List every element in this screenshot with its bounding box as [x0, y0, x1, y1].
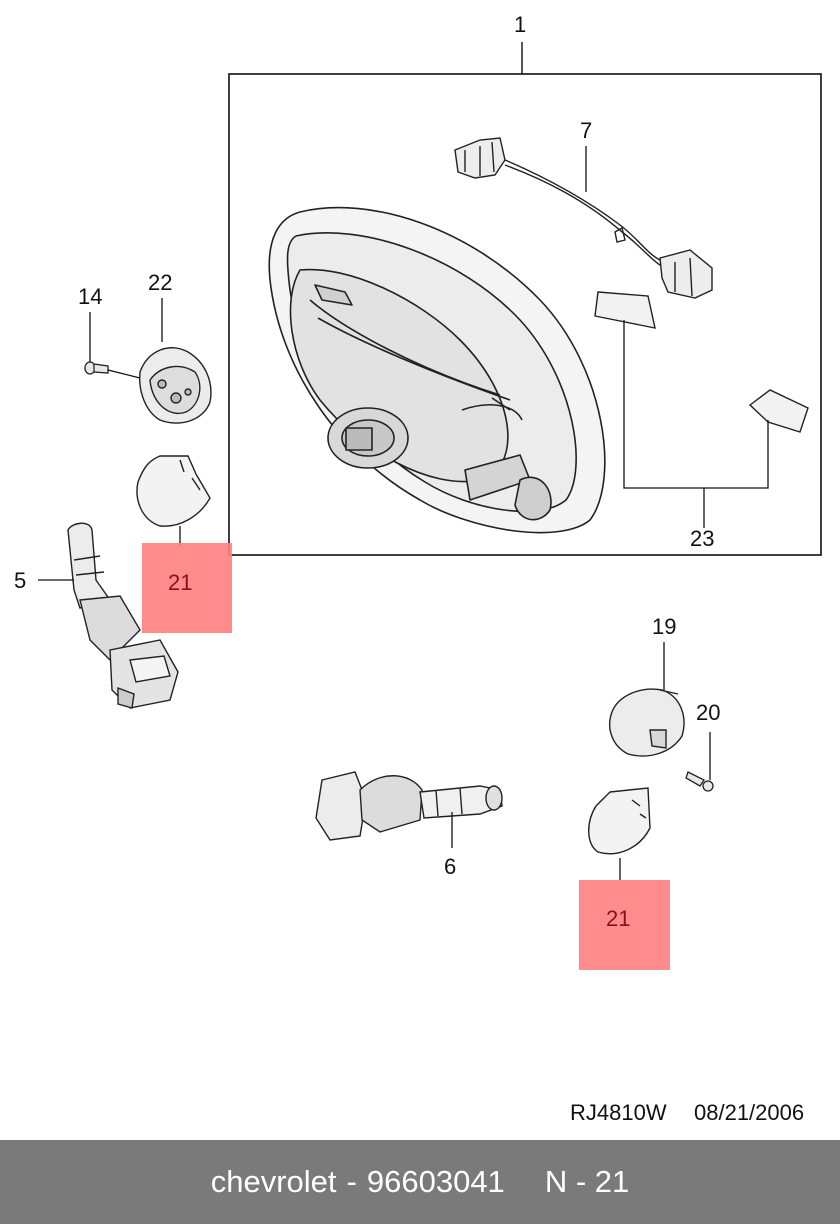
cover-part-21-upper: [136, 455, 211, 527]
lever-switch-part-5: [67, 522, 179, 709]
part-info-banner: chevrolet - 96603041 N - 21: [0, 1140, 840, 1224]
screw-part-14: [84, 361, 109, 375]
screw-part-20: [685, 771, 714, 792]
highlight-box-21-upper: [142, 543, 232, 633]
callout-22: 22: [148, 270, 172, 295]
callout-21-upper: 21: [168, 570, 192, 595]
callout-7: 7: [580, 118, 592, 143]
callout-23: 23: [690, 526, 714, 551]
parts-diagram: 1 7 23 14: [14, 12, 822, 1125]
drawing-date: 08/21/2006: [694, 1100, 804, 1125]
position-label: N - 21: [544, 1164, 630, 1199]
cover-part-21-lower: [588, 787, 651, 855]
steering-wheel: [268, 206, 606, 534]
callout-21-lower: 21: [606, 906, 630, 931]
callout-14: 14: [78, 284, 102, 309]
callout-20: 20: [696, 700, 720, 725]
brand-name: chevrolet: [210, 1164, 337, 1199]
callout-6: 6: [444, 854, 456, 879]
callout-19: 19: [652, 614, 676, 639]
leader-line-14-22: [107, 369, 141, 379]
highlight-box-21-lower: [579, 880, 670, 970]
switch-module-part-22: [139, 347, 212, 424]
wire-harness: [454, 137, 713, 299]
lever-switch-part-6: [315, 771, 503, 841]
trim-cover-pieces: [594, 291, 809, 433]
banner-separator: -: [346, 1164, 357, 1199]
callout-5: 5: [14, 568, 26, 593]
drawing-code: RJ4810W: [570, 1100, 667, 1125]
callout-1: 1: [514, 12, 526, 37]
module-part-19: [609, 688, 685, 757]
part-number: 96603041: [366, 1164, 505, 1199]
assembly-frame: [228, 73, 822, 556]
leader-line-23: [623, 320, 769, 489]
